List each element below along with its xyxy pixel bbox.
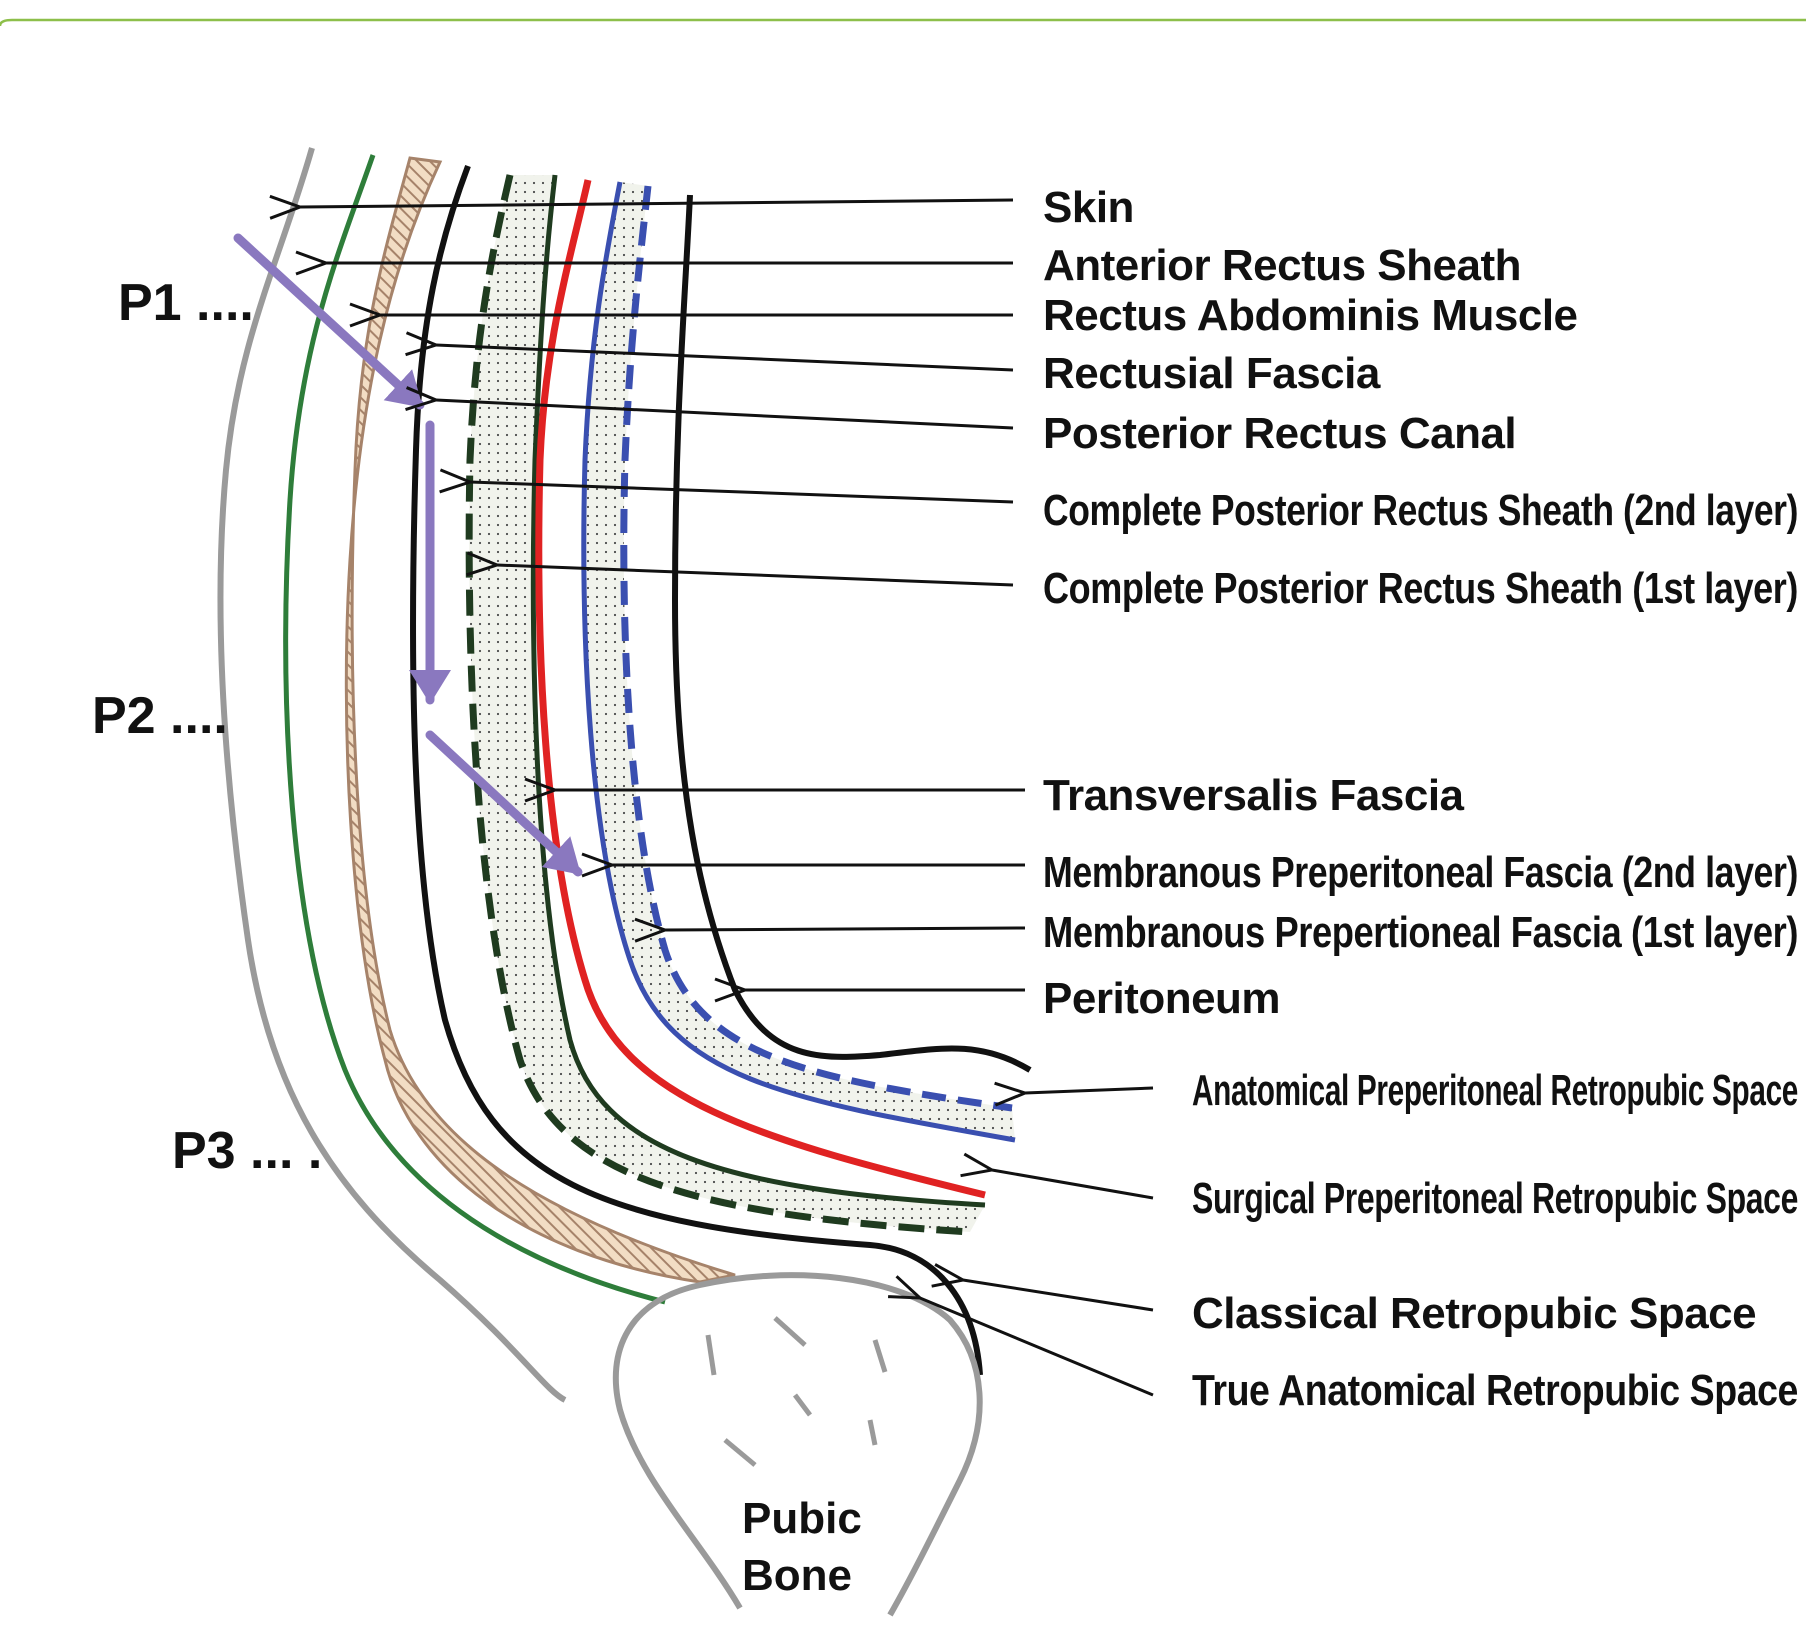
label-anterior-rectus-sheath: Anterior Rectus Sheath: [1043, 241, 1521, 290]
layer-labels: Skin Anterior Rectus Sheath Rectus Abdom…: [1043, 183, 1799, 1023]
pubic-bone: [612, 1272, 983, 1617]
label-posterior-rectus-canal: Posterior Rectus Canal: [1043, 409, 1516, 458]
membranous-preperitoneal-band: [583, 182, 1015, 1140]
label-bone: Bone: [742, 1551, 852, 1600]
position-labels: P1 .... P2 .... P3 ... .: [92, 274, 322, 1180]
space-labels: Anatomical Preperitoneal Retropubic Spac…: [1192, 1066, 1799, 1415]
label-complete-posterior-rectus-sheath-2nd: Complete Posterior Rectus Sheath (2nd la…: [1043, 486, 1798, 535]
label-p3: P3 ... .: [172, 1122, 322, 1180]
label-p2: P2 ....: [92, 687, 228, 745]
anterior-rectus-sheath-line: [283, 154, 666, 1305]
label-p1: P1 ....: [118, 274, 254, 332]
peritoneum-line: [671, 194, 1032, 1073]
label-transversalis-fascia: Transversalis Fascia: [1043, 771, 1465, 820]
purple-path-arrow-icon: [233, 233, 583, 877]
label-complete-posterior-rectus-sheath-1st: Complete Posterior Rectus Sheath (1st la…: [1043, 564, 1798, 613]
label-true-anatomical-retropubic-space: True Anatomical Retropubic Space: [1192, 1366, 1798, 1415]
membranous-preperitoneal-fascia-2nd-layer-line: [581, 181, 1016, 1143]
label-membranous-preperitoneal-fascia-1st: Membranous Prepertioneal Fascia (1st lay…: [1043, 908, 1798, 957]
label-membranous-preperitoneal-fascia-2nd: Membranous Preperitoneal Fascia (2nd lay…: [1043, 848, 1798, 897]
bone-texture: [705, 1316, 888, 1467]
label-classical-retropubic-space: Classical Retropubic Space: [1192, 1289, 1756, 1338]
label-rectusial-fascia: Rectusial Fascia: [1043, 349, 1381, 398]
complete-posterior-rectus-sheath-band: [469, 175, 986, 1232]
figure-frame: [0, 18, 1806, 27]
membranous-preperitoneal-fascia-1st-layer-line: [620, 185, 1013, 1112]
label-rectus-abdominis-muscle: Rectus Abdominis Muscle: [1043, 291, 1578, 340]
transversalis-fascia-line: [535, 179, 986, 1199]
rectus-abdominis-muscle-band: [344, 156, 736, 1284]
label-skin: Skin: [1043, 183, 1134, 232]
label-surgical-preperitoneal-retropubic-space: Surgical Preperitoneal Retropubic Space: [1192, 1174, 1798, 1223]
label-peritoneum: Peritoneum: [1043, 974, 1280, 1023]
arrow-pointer-icon: [300, 200, 1154, 1397]
rectusial-fascia-line: [410, 164, 983, 1376]
label-anatomical-preperitoneal-retropubic-space: Anatomical Preperitoneal Retropubic Spac…: [1192, 1066, 1798, 1115]
bone-label: Pubic Bone: [742, 1494, 862, 1600]
skin-line: [217, 147, 567, 1403]
label-pubic: Pubic: [742, 1494, 862, 1543]
